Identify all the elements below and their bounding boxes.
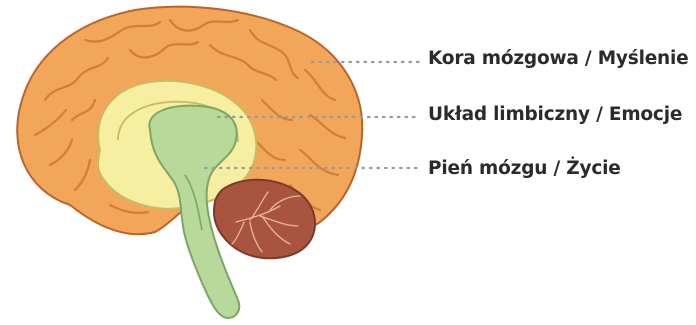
label-limbic-system: Układ limbiczny / Emocje (428, 104, 682, 125)
label-cerebral-cortex: Kora mózgowa / Myślenie (428, 48, 689, 69)
label-brain-stem: Pień mózgu / Życie (428, 158, 621, 179)
